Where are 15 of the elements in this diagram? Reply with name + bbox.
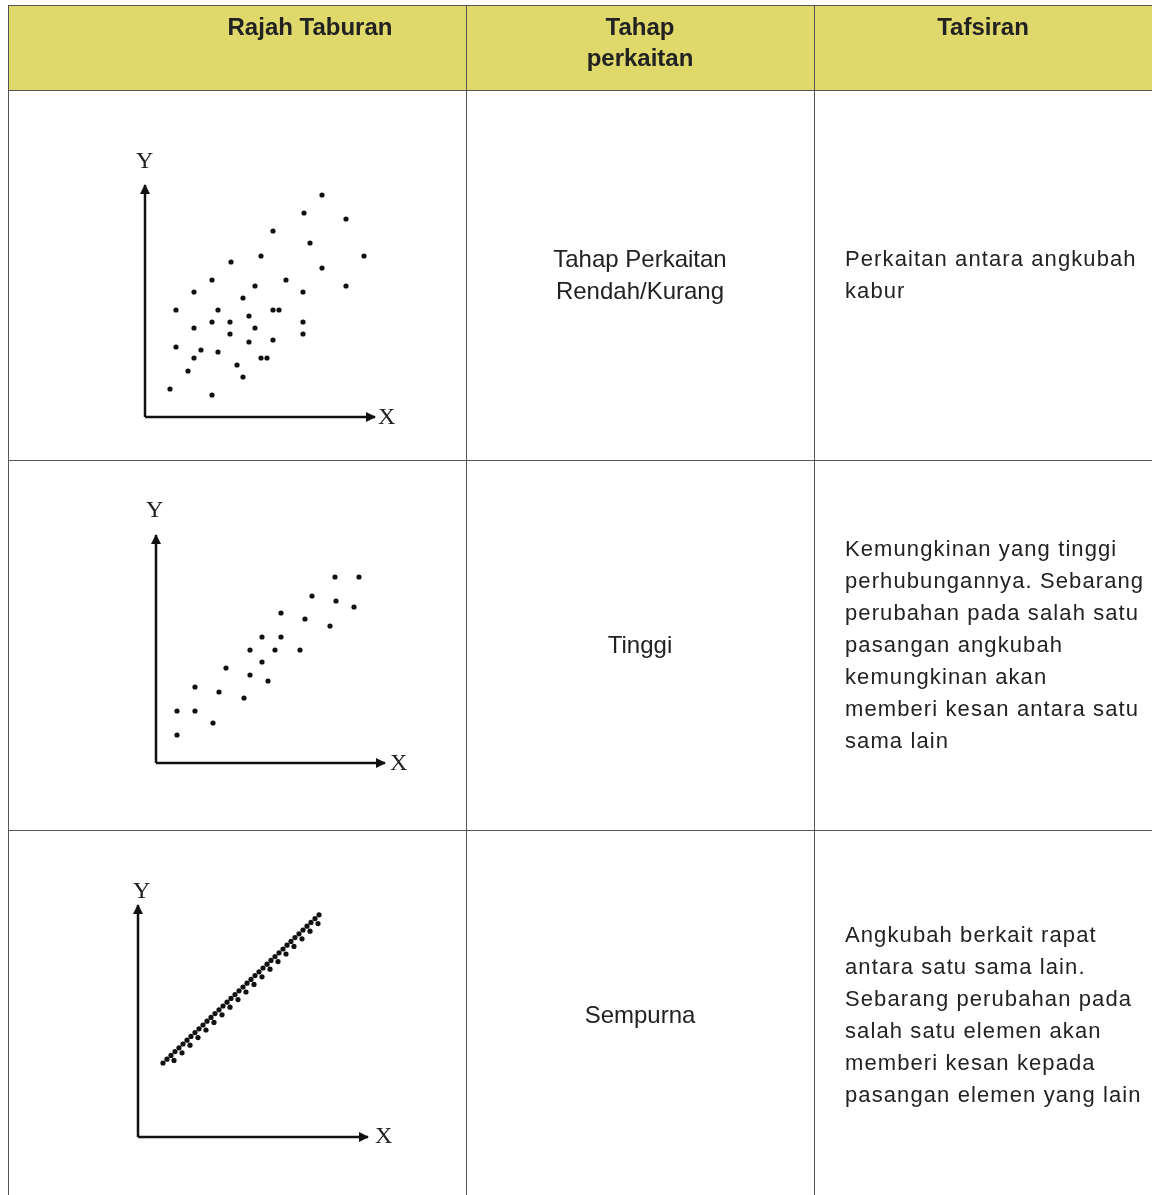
cell-text: Sempurna — [584, 1000, 696, 1030]
axis-label: X — [375, 1123, 393, 1147]
axis-label: Y — [146, 497, 164, 521]
axis-label: Y — [136, 148, 154, 172]
cell-text: Perkaitan antara angkubah kabur — [845, 245, 1138, 305]
cell-text: Kemungkinan yang tinggi perhubungannya. Sebarang perubahan pada salah satu pasangan angkubah kemungkinan akan memberi kesan antara satu sama lain — [845, 535, 1145, 755]
cell-text: Tinggi — [607, 630, 673, 660]
axis-label: Y — [133, 878, 151, 902]
axis-label: X — [378, 404, 396, 428]
axis-label: X — [390, 750, 408, 774]
cell-text: Angkubah berkait rapat antara satu sama lain. Sebarang perubahan pada salah satu elemen akan memberi kesan kepada pasangan elemen yang lain — [845, 921, 1143, 1109]
column-header: Rajah Taburan — [227, 12, 393, 42]
column-header: Tahap perkaitan — [585, 12, 695, 73]
column-header: Tafsiran — [937, 12, 1029, 42]
cell-text: Tahap Perkaitan Rendah/Kurang — [552, 244, 728, 306]
